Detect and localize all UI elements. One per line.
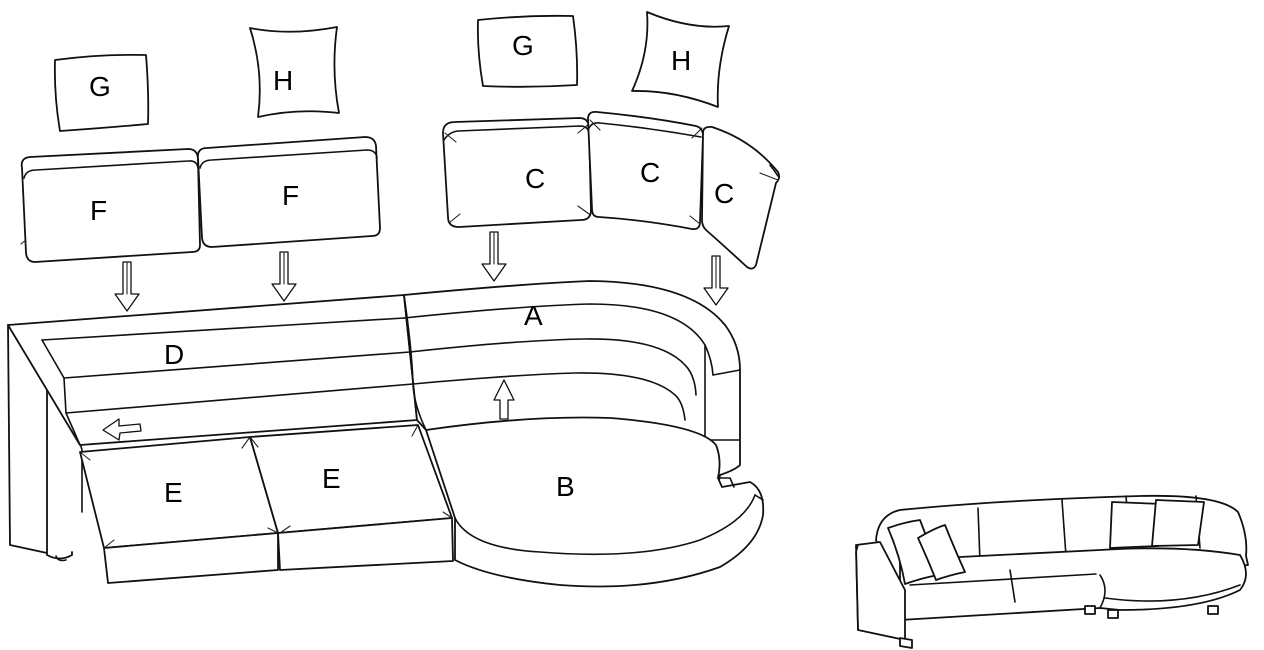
label-g-right: G: [512, 30, 534, 61]
arrow-down-f-left: [115, 262, 139, 311]
back-cushion-c-2: C: [588, 112, 703, 229]
base-unit-b: B: [426, 418, 763, 587]
seat-cushion-e-left: E: [80, 437, 278, 583]
pillow-g-right: G: [478, 16, 577, 87]
back-cushion-c-3: C: [702, 127, 779, 269]
back-cushion-f-right: F: [198, 137, 380, 247]
arrow-down-c-right: [704, 256, 728, 305]
label-c-2: C: [640, 157, 660, 188]
label-a: A: [524, 300, 543, 331]
label-f-right: F: [282, 180, 299, 211]
label-h-right: H: [671, 45, 691, 76]
back-cushion-c-1: C: [443, 118, 591, 227]
back-cushion-f-left: F: [21, 149, 200, 262]
label-c-3: C: [714, 178, 734, 209]
label-e-left: E: [164, 477, 183, 508]
arrow-down-c-left: [482, 232, 506, 281]
seat-cushion-e-right: E: [250, 425, 453, 570]
base-unit-d: D: [8, 295, 417, 445]
label-g-left: G: [89, 71, 111, 102]
label-e-right: E: [322, 463, 341, 494]
label-h-left: H: [273, 65, 293, 96]
pillow-h-left: H: [250, 27, 339, 117]
arrow-down-f-right: [272, 252, 296, 301]
label-b: B: [556, 471, 575, 502]
label-f-left: F: [90, 195, 107, 226]
pillow-h-right: H: [632, 12, 729, 107]
label-d: D: [164, 339, 184, 370]
assembled-sofa-preview: [856, 496, 1248, 648]
label-c-1: C: [525, 163, 545, 194]
pillow-g-left: G: [55, 55, 148, 131]
